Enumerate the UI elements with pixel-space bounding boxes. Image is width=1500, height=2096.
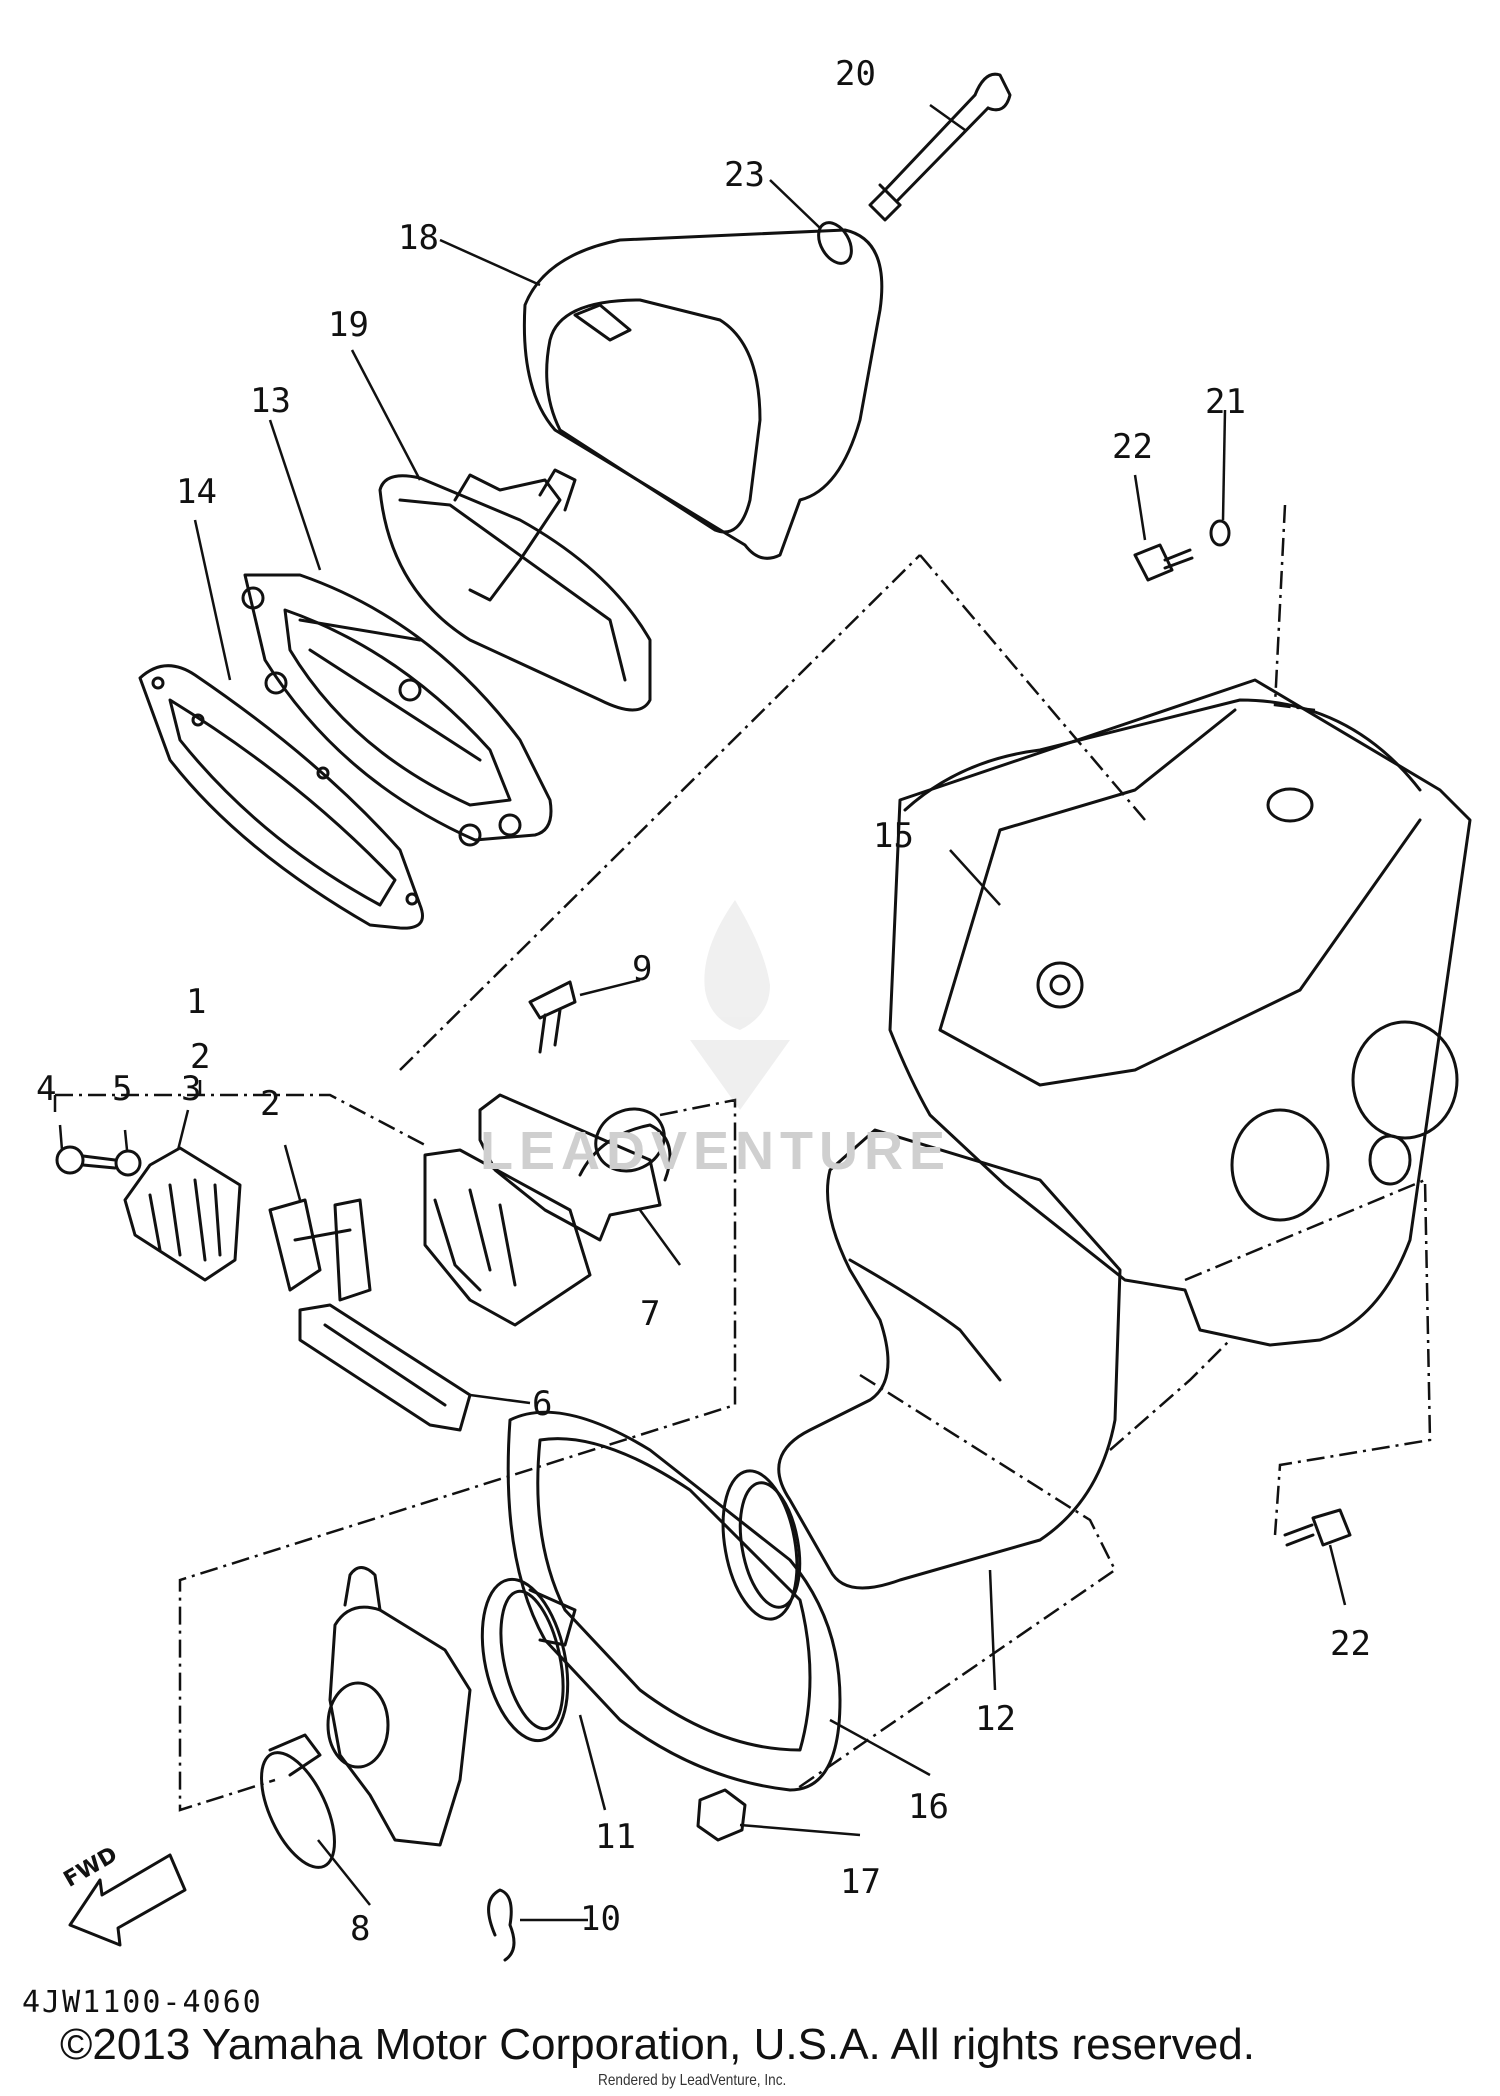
copyright-text: ©2013 Yamaha Motor Corporation, U.S.A. A… — [60, 2020, 1255, 2069]
callout-8: 8 — [350, 1909, 371, 1949]
callout-15: 15 — [873, 816, 914, 856]
part-13-plate — [241, 573, 553, 847]
callout-2-top: 2 — [260, 1084, 281, 1124]
callout-13: 13 — [250, 381, 291, 421]
watermark-logo — [690, 900, 790, 1110]
part-2-reeds — [268, 1198, 372, 1302]
part-15-air-box — [888, 678, 1472, 1347]
callout-11: 11 — [595, 1817, 636, 1857]
callout-14: 14 — [176, 472, 217, 512]
callout-2-bracket: 2 — [190, 1037, 211, 1077]
callout-20: 20 — [835, 54, 876, 94]
callout-5: 5 — [112, 1069, 133, 1109]
part-9-bolt — [528, 980, 577, 1054]
part-18-air-filter — [522, 228, 884, 560]
part-11-clamp — [480, 1577, 577, 1743]
callout-3: 3 — [181, 1069, 202, 1109]
callout-22-upper: 22 — [1112, 427, 1153, 467]
part-6-gasket — [298, 1303, 472, 1432]
callout-9: 9 — [632, 949, 653, 989]
part-19-filter-cage — [378, 468, 652, 712]
callout-21: 21 — [1205, 382, 1246, 422]
fwd-arrow — [68, 1853, 187, 1947]
part-17-nut — [696, 1788, 747, 1842]
part-22-bolt-upper — [1133, 543, 1194, 582]
diagram-code: 4JW1100-4060 — [22, 1985, 263, 2020]
callout-18: 18 — [398, 218, 439, 258]
callout-1: 1 — [186, 982, 207, 1022]
part-16-gasket-ring — [506, 1410, 842, 1792]
callout-6: 6 — [532, 1384, 553, 1424]
callout-12: 12 — [975, 1699, 1016, 1739]
part-14-gasket — [138, 664, 424, 930]
callout-16: 16 — [908, 1787, 949, 1827]
watermark-text: LEADVENTURE — [480, 1121, 952, 1181]
part-12-intake-joint — [721, 1128, 1122, 1621]
part-20-bolt — [868, 72, 1012, 222]
part-8-clamp — [260, 1733, 336, 1869]
callout-22-lower: 22 — [1330, 1624, 1371, 1664]
part-22-bolt-lower — [1283, 1508, 1352, 1547]
part-3-reed-plate — [123, 1146, 242, 1282]
part-5-washer — [114, 1149, 142, 1177]
callout-19: 19 — [328, 305, 369, 345]
part-10-clip — [487, 1888, 516, 1962]
part-21-washer — [1209, 519, 1231, 547]
callout-4: 4 — [36, 1069, 57, 1109]
callout-23: 23 — [724, 155, 765, 195]
callout-7: 7 — [640, 1294, 661, 1334]
part-23-washer — [817, 221, 853, 265]
part-7-manifold — [478, 1093, 672, 1242]
callout-10: 10 — [580, 1899, 621, 1939]
reed-block — [423, 1148, 592, 1327]
part-4-screw — [55, 1145, 117, 1175]
rendered-by-text: Rendered by LeadVenture, Inc. — [598, 2072, 787, 2089]
carburetor — [326, 1566, 472, 1847]
callout-17: 17 — [840, 1862, 881, 1902]
